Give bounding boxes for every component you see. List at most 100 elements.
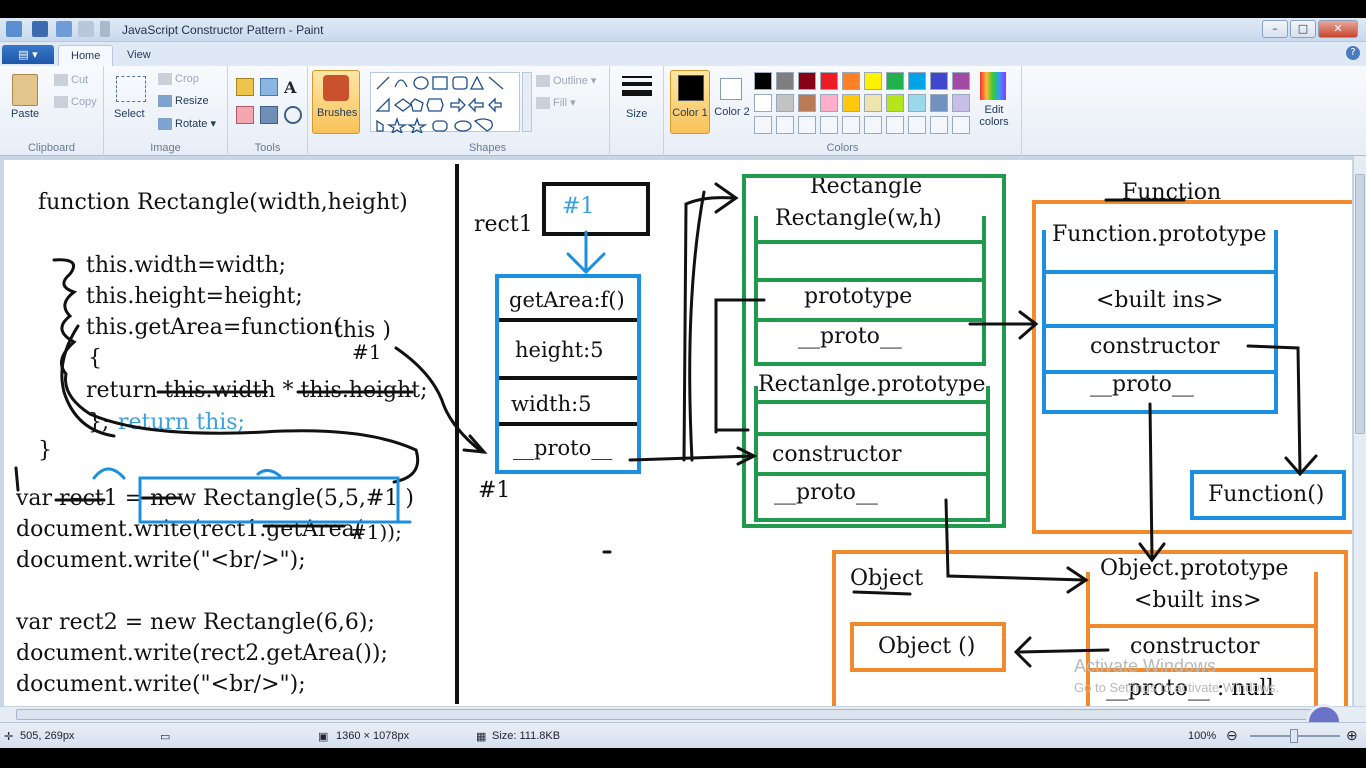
- zoom-slider[interactable]: [1250, 729, 1340, 743]
- outline-label: Outline ▾: [553, 75, 597, 87]
- color-swatch[interactable]: [776, 94, 794, 112]
- color-swatch[interactable]: [842, 94, 860, 112]
- object-group-box: [832, 550, 1348, 706]
- edit-colors-icon[interactable]: [980, 72, 1006, 100]
- zoom-out-button[interactable]: ⊖: [1226, 727, 1238, 743]
- code-write-br-1: document.write("<br/>");: [16, 548, 306, 573]
- color-swatch[interactable]: [930, 72, 948, 90]
- select-button[interactable]: Select: [114, 108, 145, 120]
- color-swatch[interactable]: [930, 116, 948, 134]
- canvas-size: 1360 × 1078px: [336, 730, 410, 742]
- object-hash-label: #1: [478, 478, 511, 503]
- text-tool-icon[interactable]: A: [284, 78, 297, 97]
- maximize-button[interactable]: □: [1290, 20, 1316, 38]
- rotate-button[interactable]: Rotate ▾: [158, 117, 216, 131]
- color-swatch[interactable]: [820, 94, 838, 112]
- function-prototype-builtins: <built ins>: [1096, 288, 1224, 313]
- horizontal-scroll-thumb[interactable]: [16, 709, 1336, 720]
- color-swatch[interactable]: [798, 116, 816, 134]
- eraser-icon[interactable]: [236, 106, 254, 124]
- color-swatch[interactable]: [864, 116, 882, 134]
- color1-button[interactable]: Color 1: [670, 70, 710, 134]
- redo-icon[interactable]: [78, 21, 94, 37]
- code-var-rect2: var rect2 = new Rectangle(6,6);: [16, 610, 375, 635]
- color-swatch[interactable]: [886, 72, 904, 90]
- color-swatch[interactable]: [864, 72, 882, 90]
- cursor-position-icon: ✛: [4, 731, 14, 743]
- shapes-group: Outline ▾ Fill ▾ Shapes: [366, 66, 610, 156]
- close-button[interactable]: ✕: [1318, 20, 1358, 38]
- rectangle-prototype-label: Rectanlge.prototype: [758, 372, 986, 397]
- color-picker-icon[interactable]: [260, 106, 278, 124]
- undo-icon[interactable]: [56, 21, 72, 37]
- color-swatch[interactable]: [798, 72, 816, 90]
- fill-icon: [536, 97, 550, 110]
- outline-button[interactable]: Outline ▾: [536, 74, 597, 88]
- color-swatch[interactable]: [842, 72, 860, 90]
- resize-button[interactable]: Resize: [158, 95, 209, 108]
- customize-toolbar-icon[interactable]: [100, 21, 110, 37]
- color-swatch[interactable]: [798, 94, 816, 112]
- shapes-scroll[interactable]: [522, 72, 532, 132]
- image-group-label: Image: [150, 142, 181, 154]
- color-swatch[interactable]: [930, 94, 948, 112]
- file-menu-button[interactable]: ▤ ▾: [2, 45, 54, 64]
- color-swatch[interactable]: [952, 116, 970, 134]
- window-title: JavaScript Constructor Pattern - Paint: [122, 23, 324, 37]
- paste-icon[interactable]: [12, 74, 38, 106]
- select-icon[interactable]: [116, 76, 146, 102]
- function-prototype-constructor: constructor: [1090, 334, 1220, 359]
- code-function-declaration: function Rectangle(width,height): [38, 190, 408, 215]
- color-swatch[interactable]: [754, 94, 772, 112]
- vertical-scroll-thumb[interactable]: [1355, 174, 1365, 434]
- freehand-annotations: [14, 182, 1318, 668]
- shapes-gallery[interactable]: [370, 72, 520, 135]
- function-prototype-box: <built ins> constructor __proto__: [1042, 230, 1278, 414]
- paste-button[interactable]: Paste: [11, 108, 40, 120]
- code-write-rect1-arg: #1));: [350, 520, 402, 544]
- color-swatch[interactable]: [886, 116, 904, 134]
- minimize-button[interactable]: –: [1262, 20, 1288, 38]
- zoom-in-button[interactable]: ⊕: [1346, 727, 1358, 743]
- obj-row-getarea: getArea:f(): [499, 278, 637, 322]
- fill-bucket-icon[interactable]: [260, 78, 278, 96]
- color-swatch[interactable]: [886, 94, 904, 112]
- color1-swatch: [678, 75, 704, 101]
- obj-row-width: width:5: [499, 380, 637, 426]
- cut-button[interactable]: Cut: [54, 74, 88, 87]
- magnifier-icon[interactable]: [284, 106, 302, 124]
- color-swatch[interactable]: [776, 116, 794, 134]
- color-swatch[interactable]: [842, 116, 860, 134]
- vertical-scrollbar[interactable]: [1353, 156, 1366, 706]
- crop-button[interactable]: Crop: [158, 73, 199, 86]
- color-swatch[interactable]: [908, 116, 926, 134]
- fill-button[interactable]: Fill ▾: [536, 96, 576, 110]
- color2-button[interactable]: Color 2: [714, 70, 750, 134]
- function-prototype-proto: __proto__: [1090, 372, 1194, 397]
- color-swatch[interactable]: [754, 72, 772, 90]
- brushes-button[interactable]: Brushes: [312, 70, 360, 134]
- color-swatch[interactable]: [776, 72, 794, 90]
- help-icon[interactable]: ?: [1346, 46, 1360, 60]
- color-swatch[interactable]: [952, 94, 970, 112]
- tab-home[interactable]: Home: [58, 45, 114, 66]
- color-swatch[interactable]: [908, 72, 926, 90]
- paint-app-icon[interactable]: [6, 21, 22, 37]
- size-group[interactable]: Size: [610, 66, 664, 156]
- code-function-close: }: [38, 438, 52, 463]
- edit-colors-button[interactable]: Edit colors: [979, 104, 1009, 128]
- color-swatch[interactable]: [820, 116, 838, 134]
- drawing-canvas[interactable]: function Rectangle(width,height) this.wi…: [4, 160, 1352, 706]
- color-swatch[interactable]: [864, 94, 882, 112]
- tab-view[interactable]: View: [127, 49, 151, 61]
- color-swatch[interactable]: [754, 116, 772, 134]
- zoom-slider-handle[interactable]: [1290, 729, 1298, 743]
- horizontal-scrollbar[interactable]: [0, 706, 1366, 722]
- image-group: Select Crop Resize Rotate ▾ Image: [104, 66, 228, 156]
- color-swatch[interactable]: [820, 72, 838, 90]
- save-icon[interactable]: [32, 21, 48, 37]
- color-swatch[interactable]: [952, 72, 970, 90]
- pencil-icon[interactable]: [236, 78, 254, 96]
- copy-button[interactable]: Copy: [54, 96, 97, 109]
- color-swatch[interactable]: [908, 94, 926, 112]
